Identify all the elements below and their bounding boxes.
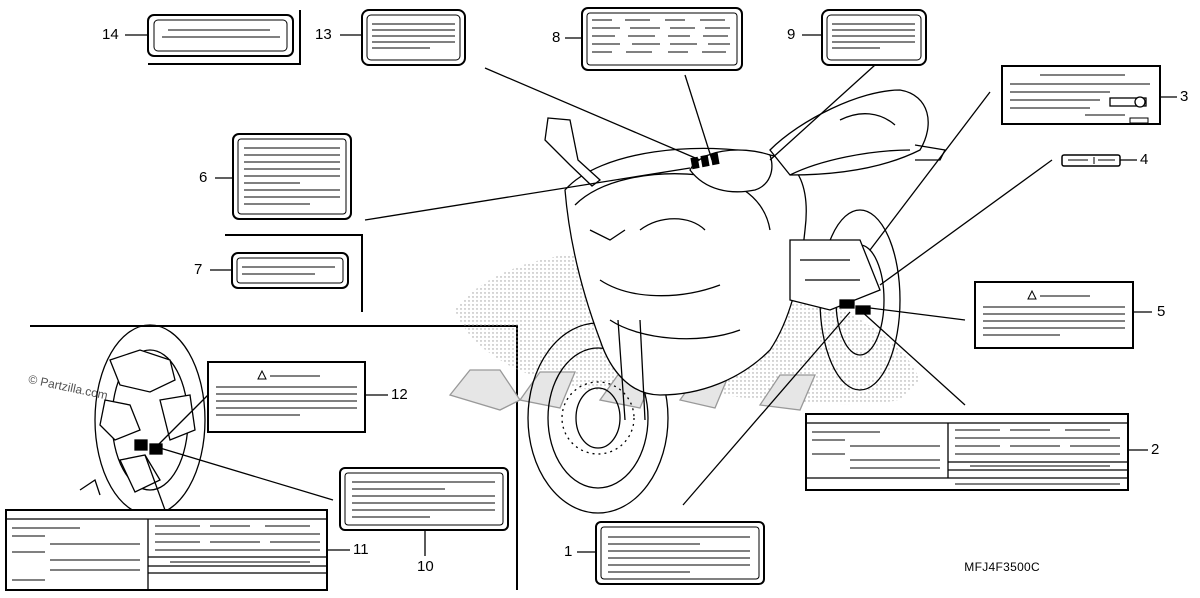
callout-8: 8 bbox=[552, 29, 561, 46]
label-3 bbox=[1001, 65, 1161, 125]
callout-14: 14 bbox=[102, 26, 119, 43]
label-1 bbox=[595, 521, 765, 585]
label-7 bbox=[231, 252, 349, 289]
label-9 bbox=[821, 9, 927, 66]
callout-6: 6 bbox=[199, 169, 208, 186]
label-2 bbox=[805, 413, 1129, 491]
label-4 bbox=[1061, 154, 1121, 167]
callout-5: 5 bbox=[1157, 303, 1166, 320]
part-code: MFJ4F3500C bbox=[964, 560, 1040, 574]
label-10 bbox=[339, 467, 509, 531]
leader-lines bbox=[125, 34, 1177, 556]
callout-4: 4 bbox=[1140, 151, 1149, 168]
label-13 bbox=[361, 9, 466, 66]
callout-2: 2 bbox=[1151, 441, 1160, 458]
tire-inset-illustration bbox=[79, 324, 206, 516]
callout-10: 10 bbox=[417, 558, 434, 575]
label-12 bbox=[207, 361, 366, 433]
callout-12: 12 bbox=[391, 386, 408, 403]
callout-7: 7 bbox=[194, 261, 203, 278]
callout-13: 13 bbox=[315, 26, 332, 43]
callout-9: 9 bbox=[787, 26, 796, 43]
callout-3: 3 bbox=[1180, 88, 1189, 105]
label-8 bbox=[581, 7, 743, 71]
label-14 bbox=[147, 14, 294, 57]
label-6 bbox=[232, 133, 352, 220]
label-11 bbox=[5, 509, 328, 591]
label-5 bbox=[974, 281, 1134, 349]
callout-1: 1 bbox=[564, 543, 573, 560]
callout-11: 11 bbox=[353, 541, 369, 558]
